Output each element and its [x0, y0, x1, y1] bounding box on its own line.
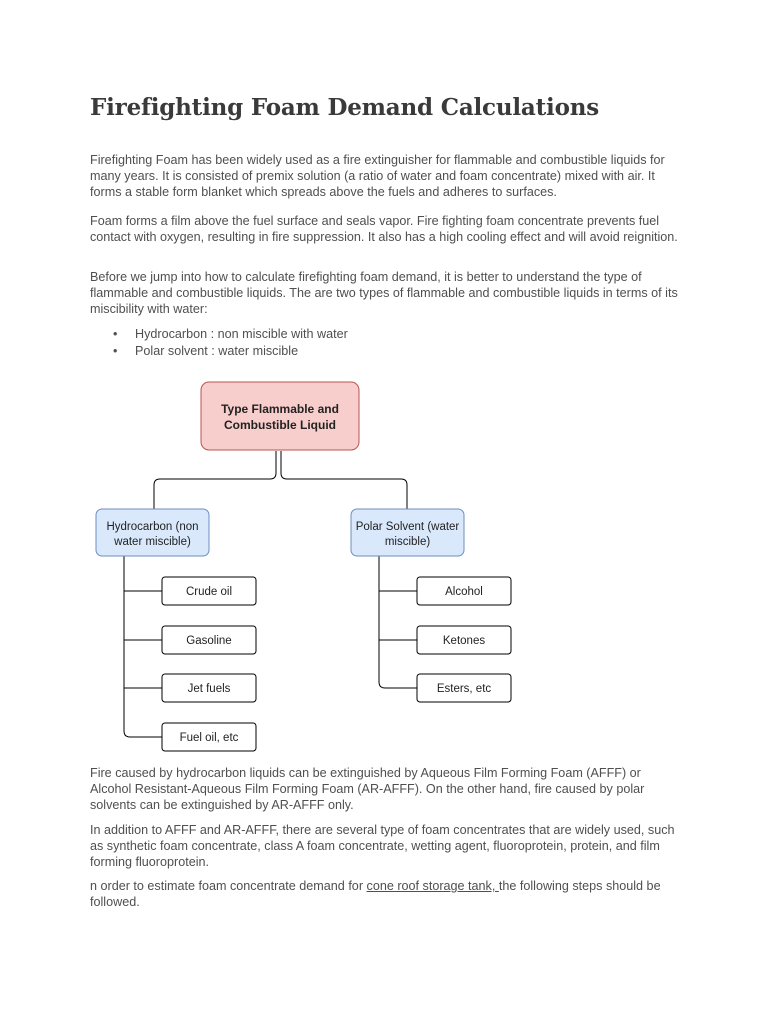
- leaf-node-label: Esters, etc: [437, 683, 492, 695]
- leaf-node-box: [416, 673, 512, 703]
- hydrocarbon-leaf-node: Crude oil: [161, 576, 257, 606]
- hydrocarbon-node-label-line1: Hydrocarbon (non: [106, 521, 198, 533]
- leaf-node-label: Gasoline: [186, 635, 231, 647]
- hydrocarbon-node-label-line2: water miscible): [113, 536, 191, 548]
- leaf-node-box: [416, 576, 512, 606]
- connector-line: [123, 556, 162, 738]
- intro-paragraph: Firefighting Foam has been widely used a…: [90, 153, 665, 199]
- page-title: Firefighting Foam Demand Calculations: [90, 94, 599, 121]
- leaf-node-label: Fuel oil, etc: [180, 732, 239, 744]
- root-node-label-line2: Combustible Liquid: [224, 418, 336, 432]
- leaf-node-label: Alcohol: [445, 586, 483, 598]
- liquid-types-list: • Hydrocarbon : non miscible with water …: [113, 326, 348, 360]
- list-item-text: Hydrocarbon : non miscible with water: [135, 327, 348, 341]
- root-node-box: [200, 381, 360, 451]
- extinguishing-paragraph: Fire caused by hydrocarbon liquids can b…: [90, 766, 645, 812]
- polar-solvent-node-box: [350, 508, 465, 557]
- hydrocarbon-leaf-node: Jet fuels: [161, 673, 257, 703]
- cone-roof-tank-link[interactable]: cone roof storage tank,: [366, 879, 499, 893]
- polar-solvent-node-label-line1: Polar Solvent (water: [356, 521, 460, 533]
- steps-intro-paragraph: n order to estimate foam concentrate dem…: [90, 879, 680, 911]
- leaf-node-label: Jet fuels: [188, 683, 231, 695]
- polar-solvent-node: Polar Solvent (water miscible): [350, 508, 465, 557]
- leaf-node-box: [161, 625, 257, 655]
- connector-line: [153, 451, 277, 509]
- leaf-node-box: [161, 673, 257, 703]
- hydrocarbon-leaf-node: Gasoline: [161, 625, 257, 655]
- root-node-label-line1: Type Flammable and: [221, 402, 339, 416]
- list-item: • Polar solvent : water miscible: [113, 343, 348, 360]
- hydrocarbon-node-box: [95, 508, 210, 557]
- list-item: • Hydrocarbon : non miscible with water: [113, 326, 348, 343]
- list-item-text: Polar solvent : water miscible: [135, 344, 299, 358]
- bullet-marker: •: [113, 344, 118, 358]
- root-node: Type Flammable and Combustible Liquid: [200, 381, 360, 451]
- foam-types-paragraph: In addition to AFFF and AR-AFFF, there a…: [90, 823, 675, 869]
- foam-film-paragraph: Foam forms a film above the fuel surface…: [90, 214, 678, 244]
- liquid-types-paragraph: Before we jump into how to calculate fir…: [90, 270, 678, 316]
- steps-intro-text-end: the following steps should be followed.: [90, 879, 661, 909]
- connector-line: [378, 556, 417, 689]
- diagram-connectors: [123, 451, 417, 738]
- leaf-node-box: [161, 576, 257, 606]
- polar-solvent-leaf-node: Ketones: [416, 625, 512, 655]
- polar-solvent-node-label-line2: miscible): [385, 536, 431, 548]
- polar-solvent-leaf-node: Alcohol: [416, 576, 512, 606]
- steps-intro-text: n order to estimate foam concentrate dem…: [90, 879, 367, 893]
- leaf-node-label: Crude oil: [186, 586, 232, 598]
- leaf-node-box: [161, 722, 257, 752]
- leaf-node-box: [416, 625, 512, 655]
- polar-solvent-leaf-node: Esters, etc: [416, 673, 512, 703]
- bullet-marker: •: [113, 327, 118, 341]
- connector-line: [280, 451, 408, 509]
- leaf-node-label: Ketones: [443, 635, 485, 647]
- hydrocarbon-node: Hydrocarbon (non water miscible): [95, 508, 210, 557]
- hydrocarbon-leaf-node: Fuel oil, etc: [161, 722, 257, 752]
